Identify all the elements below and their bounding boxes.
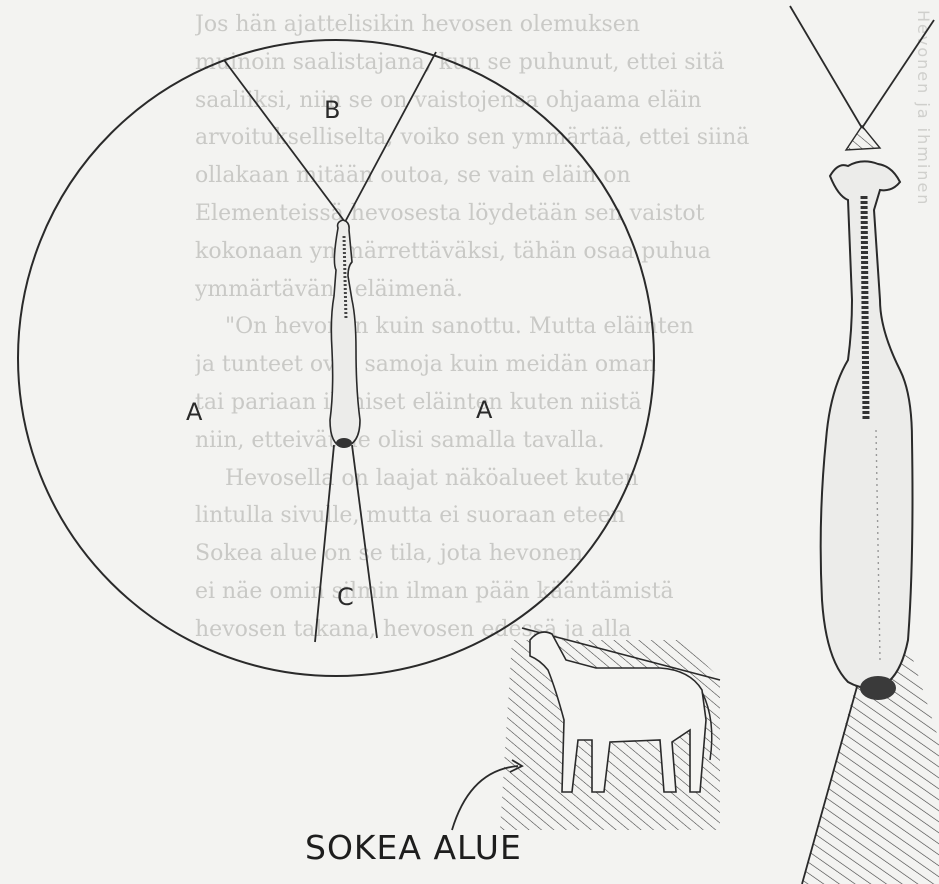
front-blind-line-closeup-right (862, 20, 934, 128)
front-blind-line-closeup-left (790, 6, 862, 128)
zone-label-c: C (337, 583, 354, 611)
field-of-vision-diagram (18, 40, 654, 676)
rear-blind-line-left (315, 445, 334, 642)
horse-top-view-small (330, 220, 360, 447)
closeup-horse-diagram (790, 6, 939, 884)
front-blind-line-right (345, 52, 436, 222)
zone-label-b: B (324, 96, 340, 124)
front-blind-line-left (224, 60, 345, 222)
blind-area-caption: SOKEA ALUE (305, 828, 522, 867)
rear-blind-line-right (352, 445, 377, 638)
front-blind-area-hatch (846, 126, 880, 150)
horse-top-view-closeup (821, 161, 913, 688)
horse-tail-closeup (860, 676, 896, 700)
zone-label-a-left: A (186, 398, 202, 426)
zone-label-a-right: A (476, 396, 492, 424)
horse-tail-small (336, 438, 352, 448)
side-view-inset (452, 628, 720, 830)
